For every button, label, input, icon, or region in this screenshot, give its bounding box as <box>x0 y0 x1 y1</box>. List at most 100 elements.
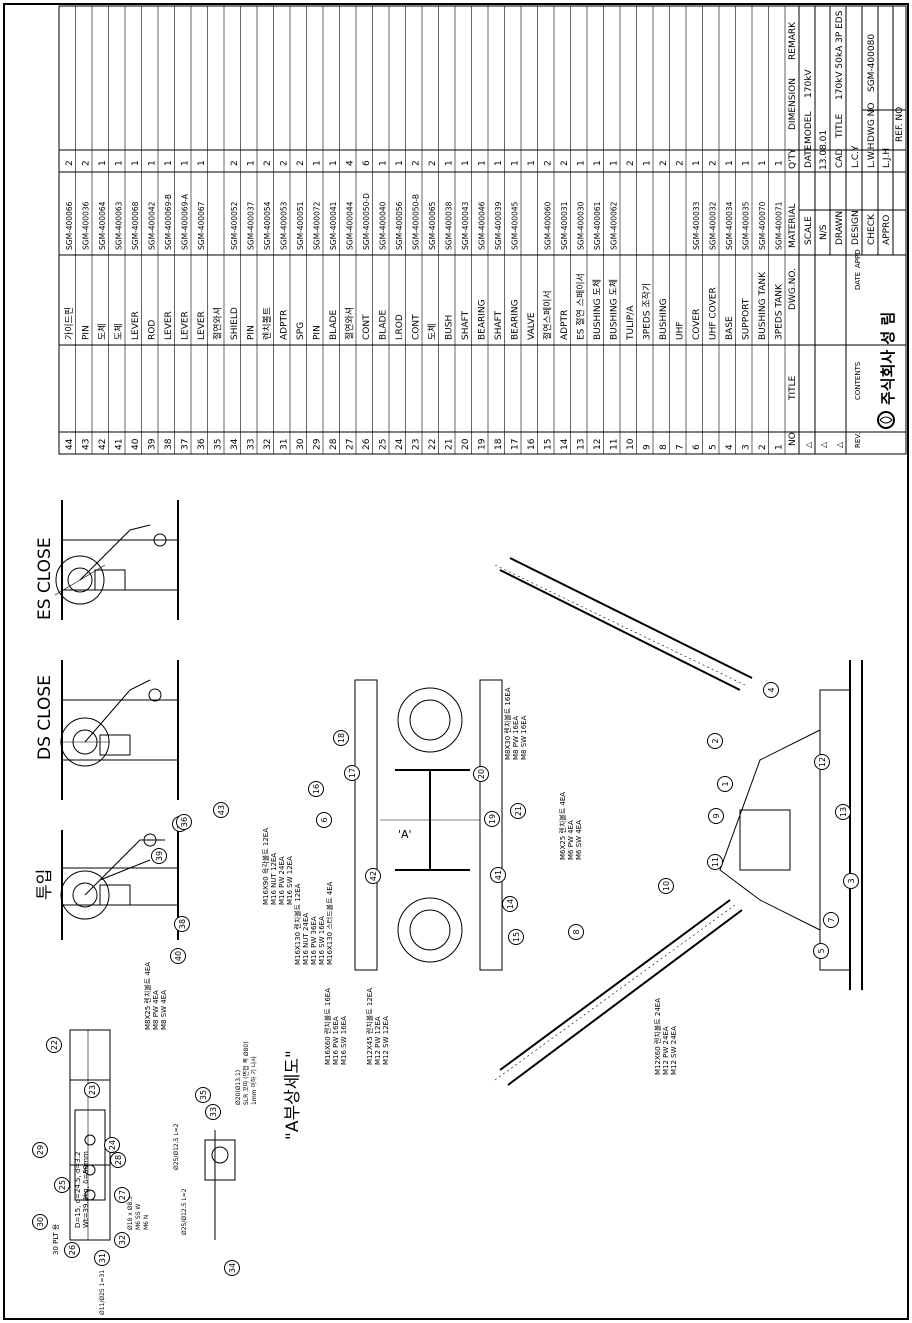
svg-text:7: 7 <box>827 917 836 922</box>
bom-cell-title: 3PEDS TANK <box>774 283 784 340</box>
contents-label: CONTENTS <box>854 361 862 400</box>
svg-text:5: 5 <box>817 948 826 953</box>
date-label: DATE <box>854 272 862 290</box>
appro-value: L.J.H <box>882 148 892 168</box>
bom-cell-dwg: SGM-400066 <box>65 201 74 250</box>
bom-cell-title: SPG <box>296 322 306 340</box>
rev-mark-3: △ <box>835 441 844 448</box>
bom-cell-dwg: SGM-400031 <box>560 201 569 250</box>
bom-cell-dwg: SGM-400039 <box>494 201 503 250</box>
bom-cell-qty: 1 <box>246 160 256 166</box>
bom-cell-qty: 2 <box>708 160 718 166</box>
bom-cell-title: 렌치볼트 <box>261 307 273 340</box>
bom-cell-qty: 1 <box>593 160 603 166</box>
bom-cell-qty: 2 <box>296 160 306 166</box>
title-value: 170kV 50kA 3P EDS <box>835 10 845 100</box>
bom-cell-title: PIN <box>246 325 256 340</box>
svg-text:42: 42 <box>369 871 378 881</box>
bom-cell-title: TULIP/A <box>626 305 636 341</box>
note-b1-1: M8X25 렌치볼트 4EA <box>143 962 152 1030</box>
bom-cell-no: 4 <box>725 444 735 450</box>
bom-cell-no: 30 <box>296 438 306 450</box>
bom-cell-dwg: SGM-400044 <box>345 201 354 250</box>
svg-text:20: 20 <box>477 769 486 779</box>
dwgno-value: SGM-400080 <box>867 34 877 92</box>
bom-cell-title: SHAFT <box>494 310 504 340</box>
drawn-value: CAD <box>835 149 845 168</box>
bom-cell-dwg: SGM-400067 <box>197 201 206 250</box>
balloon-41: 41 <box>490 867 506 883</box>
bom-cell-qty: 1 <box>131 160 141 166</box>
svg-text:19: 19 <box>488 814 497 824</box>
bom-cell-no: 32 <box>263 439 273 450</box>
bom-cell-dwg: SGM-400056 <box>395 201 404 250</box>
mechanism-view-es-close <box>54 500 179 620</box>
note-b8-3: M6 SW 4EA <box>575 820 583 860</box>
bom-cell-qty: 1 <box>609 160 619 166</box>
company-name: 주식회사 성 림 <box>879 312 897 405</box>
svg-text:17: 17 <box>348 768 357 778</box>
bushing-right <box>494 557 753 691</box>
bom-cell-qty: 1 <box>312 160 322 166</box>
balloon-40: 40 <box>170 948 186 964</box>
note-dim3: Ø11/Ø25 1=31 <box>99 1270 106 1315</box>
date-value: 13.08.01 <box>819 130 829 170</box>
balloon-1: 1 <box>717 776 733 792</box>
bom-cell-dwg: SGM-400065 <box>428 201 437 250</box>
bom-cell-title: ES 절연 스페이서 <box>574 273 586 340</box>
note-b3-5: M16X130 스터드볼트 4EA <box>325 881 334 965</box>
svg-text:3: 3 <box>847 878 856 883</box>
bom-cell-no: 40 <box>131 438 141 450</box>
bom-header-remark: REMARK <box>788 21 798 60</box>
svg-text:2: 2 <box>711 738 720 743</box>
svg-text:13: 13 <box>839 807 848 817</box>
bom-cell-qty: 1 <box>180 160 190 166</box>
bom-cell-title: SUPPORT <box>741 298 751 340</box>
title-block: △ △ △ REV. CONTENTS DATE APPD 주식회사 성 림 S… <box>798 5 907 455</box>
balloon-6: 6 <box>316 812 332 828</box>
bom-cell-title: 도체 <box>113 323 124 340</box>
svg-text:25: 25 <box>58 1180 67 1190</box>
balloon-30: 30 <box>32 1214 48 1230</box>
svg-text:27: 27 <box>118 1190 127 1200</box>
bom-cell-dwg: SGM-400053 <box>279 201 288 250</box>
bom-cell-title: I.ROD <box>395 314 405 340</box>
scale-value: N/S <box>819 224 829 240</box>
item-balloons: 2223242526272829303132333435403839373643… <box>32 682 859 1276</box>
bom-cell-no: 15 <box>543 439 553 450</box>
note-b4-3: M16 SW 16EA <box>340 1016 348 1065</box>
bom-cell-no: 23 <box>411 439 421 450</box>
bom-cell-title: UHF COVER <box>708 287 718 340</box>
note-spring-1: D=15, d=24.5, d=3.2 <box>74 1152 82 1228</box>
bom-cell-title: LEVER <box>197 311 207 340</box>
bom-cells: 44가이드핀SGM-400066243PINSGM-400036242도체SGM… <box>64 160 784 450</box>
bom-cell-dwg: SGM-400064 <box>98 201 107 250</box>
bom-header-material: MATERIAL <box>788 204 798 249</box>
bom-cell-no: 35 <box>213 439 223 450</box>
svg-text:31: 31 <box>98 1253 107 1263</box>
note-tap-2: SLR 꼬마 (면접 폭 Ø80) <box>242 1041 250 1105</box>
bom-cell-qty: 1 <box>494 160 504 166</box>
bom-cell-no: 39 <box>147 438 157 450</box>
bom-cell-no: 7 <box>675 444 685 450</box>
balloon-4: 4 <box>763 682 779 698</box>
svg-text:4: 4 <box>767 687 776 692</box>
bom-cell-dwg: SGM-400069-B <box>164 194 173 250</box>
bom-cell-title: 절연스페이서 <box>541 290 553 340</box>
note-b6-1: M12X60 렌치볼트 24EA <box>653 998 662 1075</box>
balloon-13: 13 <box>835 804 851 820</box>
bom-cell-no: 18 <box>494 438 504 450</box>
rev-mark-2: △ <box>819 441 828 448</box>
refno-label: REF. NO <box>895 107 905 142</box>
detail-a-label: "A부상세도" <box>283 1050 303 1140</box>
bom-cell-dwg: SGM-400034 <box>725 201 734 250</box>
bom-cell-title: BASE <box>725 316 735 340</box>
svg-text:34: 34 <box>228 1263 237 1273</box>
balloon-42: 42 <box>365 868 381 884</box>
bom-cell-title: BEARING <box>477 299 487 340</box>
balloon-28: 28 <box>110 1152 126 1168</box>
note-b2-3: M16 PW 24EA <box>278 856 286 905</box>
bom-cell-dwg: SGM-400035 <box>741 201 750 250</box>
bom-cell-dwg: SGM-400051 <box>296 201 305 250</box>
bom-cell-no: 22 <box>428 439 438 450</box>
